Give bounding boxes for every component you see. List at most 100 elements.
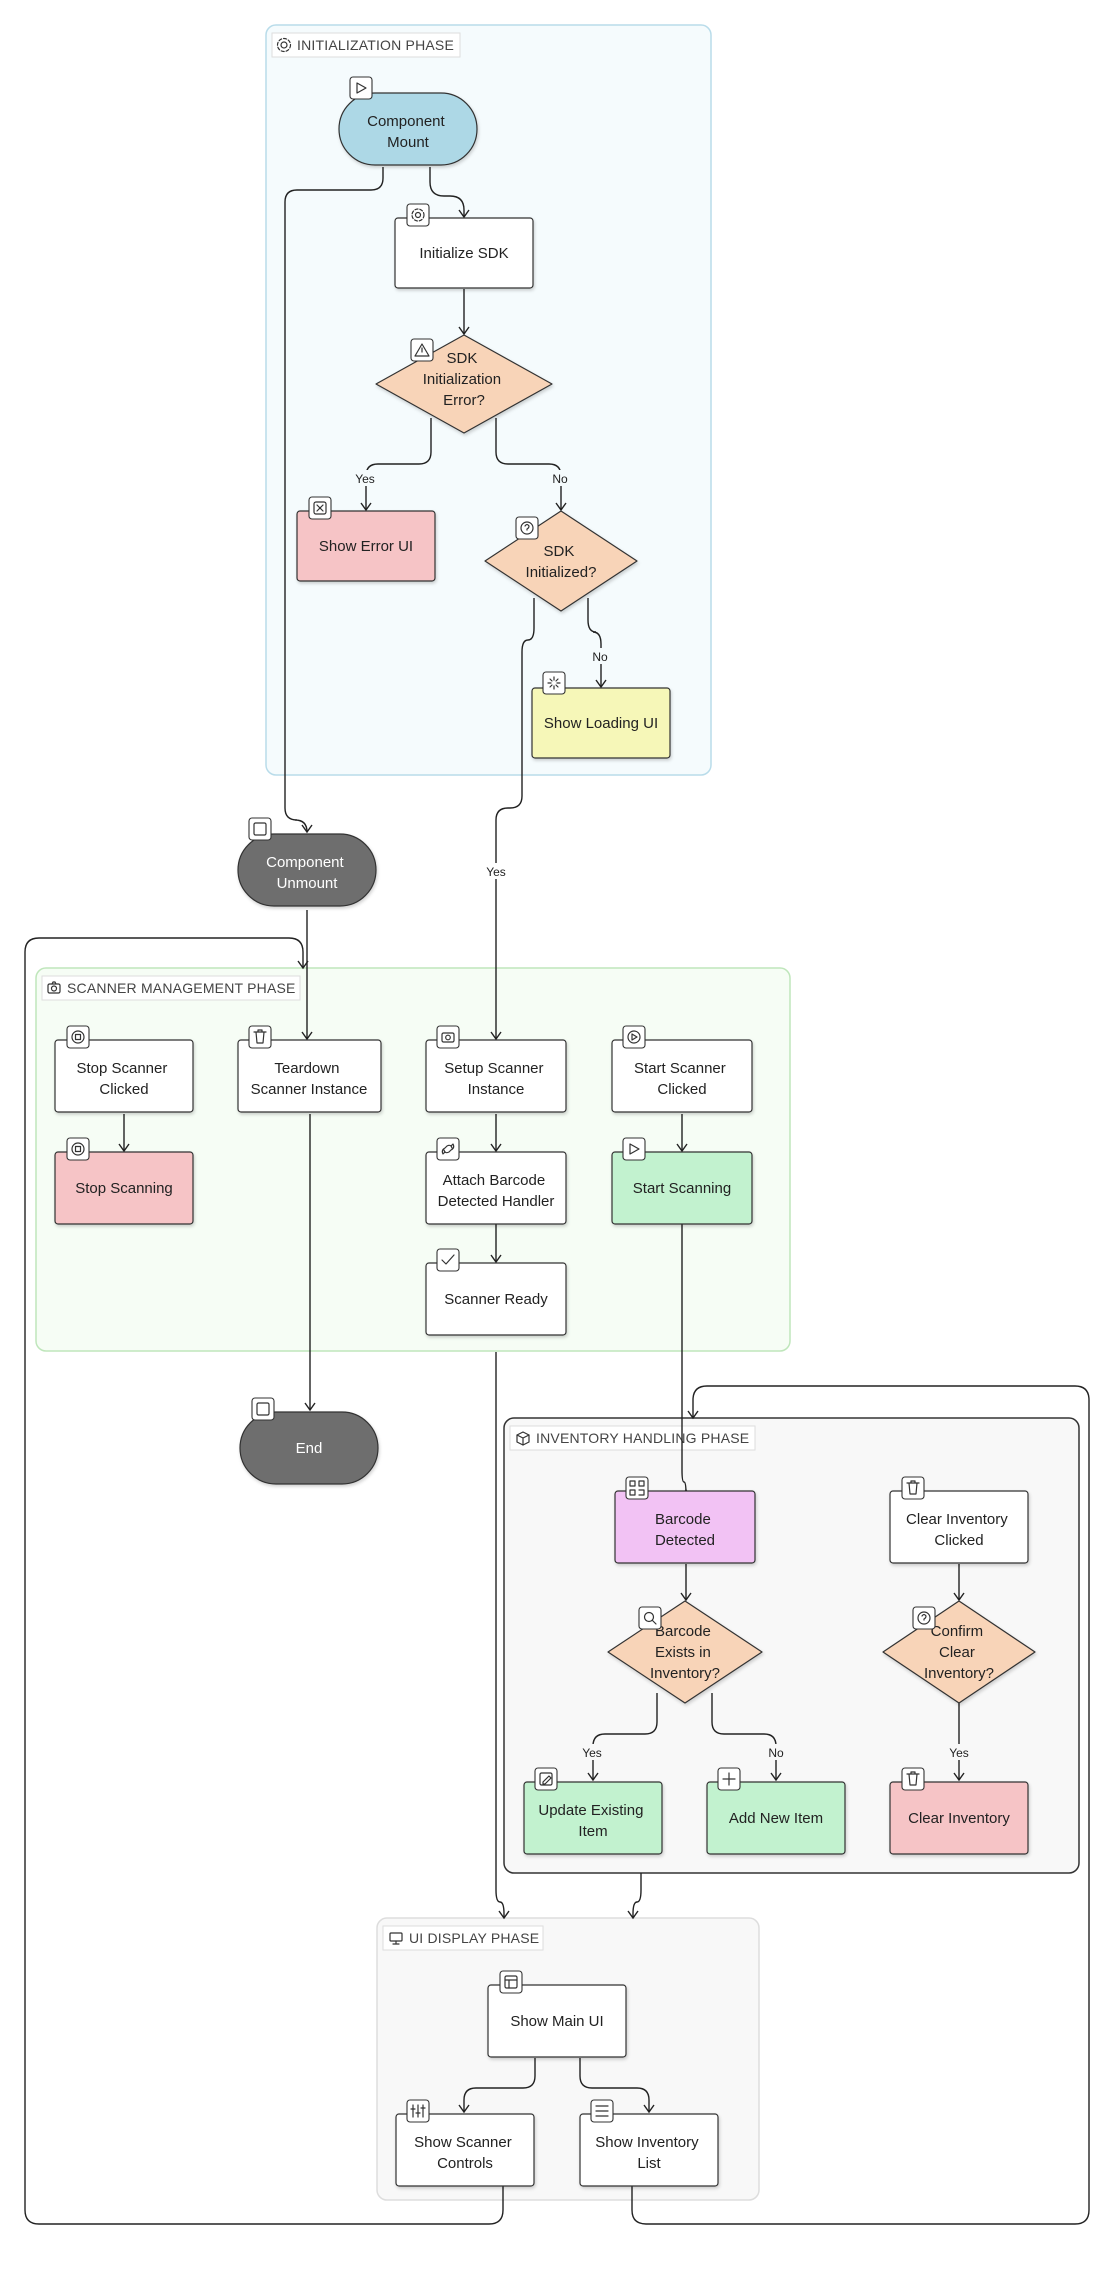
- node-text-line: Show Loading UI: [544, 715, 658, 732]
- node-text-line: Scanner Ready: [444, 1291, 548, 1308]
- node-text-line: Barcode: [655, 1511, 711, 1528]
- edge-label-initialized-no: No: [592, 650, 608, 664]
- monitor-icon: [389, 1932, 403, 1945]
- node-show-scanner-controls: Show Scanner Controls: [395, 2099, 535, 2187]
- loader-icon: [547, 676, 561, 690]
- node-text-line: Clicked: [934, 1532, 983, 1549]
- gear-icon: [276, 37, 292, 53]
- node-stop-scanning-label: Stop Scanning: [75, 1180, 173, 1197]
- node-text-line: Mount: [387, 134, 430, 151]
- node-show-main-ui-label: Show Main UI: [510, 2013, 603, 2030]
- plus-icon: [722, 1772, 736, 1786]
- node-text-line: Stop Scanner: [76, 1060, 167, 1077]
- node-update-existing-item: Update Existing Item: [523, 1767, 663, 1855]
- node-text-line: Detected Handler: [438, 1193, 555, 1210]
- node-teardown-scanner-shape: [237, 1039, 382, 1113]
- gear-icon: [411, 208, 425, 222]
- node-show-loading-ui: Show Loading UI: [531, 671, 671, 759]
- node-text-line: Clicked: [99, 1081, 148, 1098]
- initialization-phase-title: INITIALIZATION PHASE: [297, 37, 454, 53]
- node-update-existing-item-shape: [523, 1781, 663, 1855]
- node-attach-handler-label: Attach Barcode Detected Handler: [438, 1172, 555, 1210]
- node-sdk-error-decision: SDK Initialization Error?: [375, 334, 553, 434]
- stop-circle-icon: [71, 1030, 85, 1044]
- scanner-management-phase-title: SCANNER MANAGEMENT PHASE: [67, 980, 296, 996]
- edge-main-controls: [458, 2058, 536, 2114]
- node-text-line: Instance: [468, 1081, 525, 1098]
- edge-start-barcode: [680, 1224, 692, 1498]
- node-show-scanner-controls-label: Show Scanner Controls: [414, 2134, 516, 2172]
- edge-ready-ui: [495, 1352, 510, 1920]
- node-show-loading-ui-label: Show Loading UI: [544, 715, 658, 732]
- node-text-line: Inventory?: [924, 1665, 994, 1682]
- edge-main-list: [579, 2058, 655, 2114]
- node-text-line: Controls: [437, 2155, 493, 2172]
- node-start-scanner-clicked-shape: [611, 1039, 753, 1113]
- node-show-loading-ui-shape: [531, 687, 671, 759]
- edge-inventory-ui: [627, 1873, 642, 1920]
- edge-exists-no: [711, 1693, 782, 1782]
- node-text-line: Attach Barcode: [443, 1172, 546, 1189]
- edge-label-initialized-yes: Yes: [486, 865, 506, 879]
- close-icon: [313, 501, 327, 515]
- node-sdk-initialized-decision: SDK Initialized?: [484, 510, 638, 612]
- node-scanner-ready-label: Scanner Ready: [444, 1291, 548, 1308]
- trash-icon: [253, 1029, 267, 1044]
- node-clear-inventory-label: Clear Inventory: [908, 1810, 1010, 1827]
- edge-loop-to-unmount: [24, 937, 504, 2225]
- node-start-scanner-clicked-label: Start Scanner Clicked: [634, 1060, 730, 1098]
- edit-icon: [539, 1772, 553, 1786]
- node-initialize-sdk: Initialize SDK: [394, 203, 534, 289]
- node-stop-scanning-shape: [54, 1151, 194, 1225]
- node-sdk-error-label: SDK Initialization Error?: [423, 350, 506, 409]
- scanner-management-phase: SCANNER MANAGEMENT PHASE: [35, 967, 791, 1352]
- node-text-line: Clicked: [657, 1081, 706, 1098]
- inventory-handling-phase-label-box: [509, 1425, 756, 1451]
- layout-icon: [504, 1975, 518, 1989]
- node-text-line: Show Scanner: [414, 2134, 512, 2151]
- edge-mount-unmount: [284, 167, 384, 834]
- ui-display-phase-title: UI DISPLAY PHASE: [409, 1930, 539, 1946]
- play-circle-icon: [627, 1030, 641, 1044]
- node-text-line: Initialize SDK: [419, 245, 508, 262]
- node-confirm-clear-decision: Confirm Clear Inventory?: [882, 1600, 1036, 1704]
- node-text-line: Confirm: [931, 1623, 984, 1640]
- question-icon: [917, 1611, 931, 1625]
- node-text-line: Setup Scanner: [444, 1060, 543, 1077]
- node-confirm-clear-label: Confirm Clear Inventory?: [924, 1623, 994, 1682]
- sliders-icon: [410, 2104, 426, 2118]
- list-icon: [595, 2105, 609, 2117]
- node-barcode-exists-decision: Barcode Exists in Inventory?: [607, 1600, 763, 1704]
- node-setup-scanner-shape: [425, 1039, 567, 1113]
- node-start-scanner-clicked: Start Scanner Clicked: [611, 1025, 753, 1113]
- node-text-line: Start Scanning: [633, 1180, 731, 1197]
- node-initialize-sdk-label: Initialize SDK: [419, 245, 508, 262]
- node-show-main-ui-shape: [487, 1984, 627, 2058]
- node-stop-scanning: Stop Scanning: [54, 1137, 194, 1225]
- node-add-new-item-label: Add New Item: [729, 1810, 823, 1827]
- node-text-line: SDK: [543, 543, 574, 560]
- node-text-line: Error?: [443, 392, 485, 409]
- link-icon: [441, 1143, 455, 1155]
- play-icon: [356, 82, 367, 94]
- node-barcode-exists-label: Barcode Exists in Inventory?: [650, 1623, 720, 1682]
- node-clear-inventory-clicked: Clear Inventory Clicked: [889, 1476, 1029, 1564]
- edge-initialized-no: [587, 598, 607, 689]
- node-text-line: Component: [266, 854, 344, 871]
- node-text-line: Item: [578, 1823, 607, 1840]
- node-barcode-detected-label: Barcode Detected: [655, 1511, 715, 1549]
- node-show-error-ui-label: Show Error UI: [319, 538, 413, 555]
- node-attach-handler-shape: [425, 1151, 567, 1225]
- node-text-line: Update Existing: [538, 1802, 643, 1819]
- node-attach-handler: Attach Barcode Detected Handler: [425, 1137, 567, 1225]
- edge-label-error-no: No: [552, 472, 568, 486]
- stop-circle-icon: [71, 1142, 85, 1156]
- node-show-inventory-list: Show Inventory List: [579, 2099, 719, 2187]
- play-icon: [629, 1143, 640, 1155]
- node-text-line: Initialized?: [526, 564, 597, 581]
- node-show-inventory-list-shape: [579, 2113, 719, 2187]
- node-text-line: Exists in: [655, 1644, 711, 1661]
- node-teardown-scanner: Teardown Scanner Instance: [237, 1025, 382, 1113]
- node-text-line: Start Scanner: [634, 1060, 726, 1077]
